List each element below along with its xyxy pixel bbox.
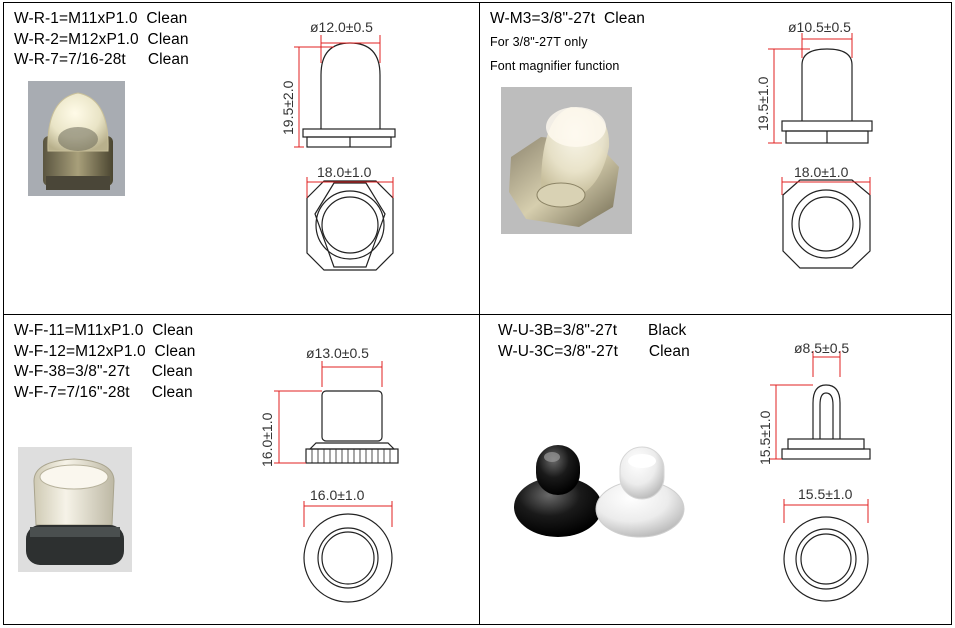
note-line: For 3/8"-27T only	[490, 34, 588, 49]
dimension-width: 16.0±1.0	[310, 487, 365, 503]
dimension-height: 16.0±1.0	[259, 412, 275, 467]
section-w-f: W-F-11=M11xP1.0 Clean W-F-12=M12xP1.0 Cl…	[4, 315, 478, 625]
part-line: W-F-11=M11xP1.0 Clean	[14, 322, 194, 339]
part-line: W-F-7=7/16"-28t Clean	[14, 383, 193, 401]
dimension-diameter: ø12.0±0.5	[310, 19, 373, 35]
dimension-diameter: ø13.0±0.5	[306, 345, 369, 361]
note-line: Font magnifier function	[490, 58, 620, 73]
part-number-list: W-U-3B=3/8"-27t Black W-U-3C=3/8"-27t Cl…	[498, 321, 690, 362]
section-w-m3: W-M3=3/8"-27t Clean For 3/8"-27T only Fo…	[480, 3, 954, 313]
dimension-drawing-w-f: ø13.0±0.5 16.0±1.0 16.0±1.0	[259, 345, 399, 603]
part-number-list: W-R-1=M11xP1.0 Clean W-R-2=M12xP1.0 Clea…	[14, 9, 189, 71]
dimension-width: 18.0±1.0	[794, 164, 849, 180]
dimension-drawing-w-r: ø12.0±0.5 19.5±2.0 18.0±1.0	[280, 19, 396, 271]
part-line: W-R-2=M12xP1.0 Clean	[14, 30, 189, 48]
product-photo-w-r	[28, 81, 125, 196]
part-number-list: W-F-11=M11xP1.0 Clean W-F-12=M12xP1.0 Cl…	[14, 321, 196, 403]
dimension-width: 15.5±1.0	[798, 486, 853, 502]
dimension-width: 18.0±1.0	[317, 164, 372, 180]
grid-divider-horizontal	[4, 314, 951, 315]
part-line: W-M3=3/8"-27t Clean	[490, 10, 645, 27]
part-line: W-U-3B=3/8"-27t Black	[498, 322, 687, 339]
dimension-diameter: ø10.5±0.5	[788, 19, 851, 35]
dimension-height: 19.5±2.0	[280, 80, 296, 135]
section-w-r: W-R-1=M11xP1.0 Clean W-R-2=M12xP1.0 Clea…	[4, 3, 478, 313]
spec-sheet: W-R-1=M11xP1.0 Clean W-R-2=M12xP1.0 Clea…	[3, 2, 952, 625]
dimension-height: 19.5±1.0	[755, 76, 771, 131]
product-photo-w-f	[18, 447, 132, 572]
part-line: W-U-3C=3/8"-27t Clean	[498, 342, 690, 360]
dimension-height: 15.5±1.0	[757, 410, 773, 465]
grid-divider-vertical	[479, 3, 480, 624]
part-number-list: W-M3=3/8"-27t Clean For 3/8"-27T only Fo…	[490, 9, 645, 78]
dimension-drawing-w-m3: ø10.5±0.5 19.5±1.0 18.0±1.0	[755, 19, 873, 269]
part-line: W-R-7=7/16-28t Clean	[14, 51, 189, 68]
product-photo-w-u	[514, 445, 685, 538]
product-photo-w-m3	[501, 87, 632, 234]
section-w-u: W-U-3B=3/8"-27t Black W-U-3C=3/8"-27t Cl…	[480, 315, 954, 625]
dimension-drawing-w-u: ø8.5±0.5 15.5±1.0 15.5±1.0	[757, 340, 871, 602]
part-line: W-F-12=M12xP1.0 Clean	[14, 342, 196, 360]
dimension-diameter: ø8.5±0.5	[794, 340, 849, 356]
part-line: W-R-1=M11xP1.0 Clean	[14, 10, 188, 27]
part-line: W-F-38=3/8"-27t Clean	[14, 363, 193, 380]
